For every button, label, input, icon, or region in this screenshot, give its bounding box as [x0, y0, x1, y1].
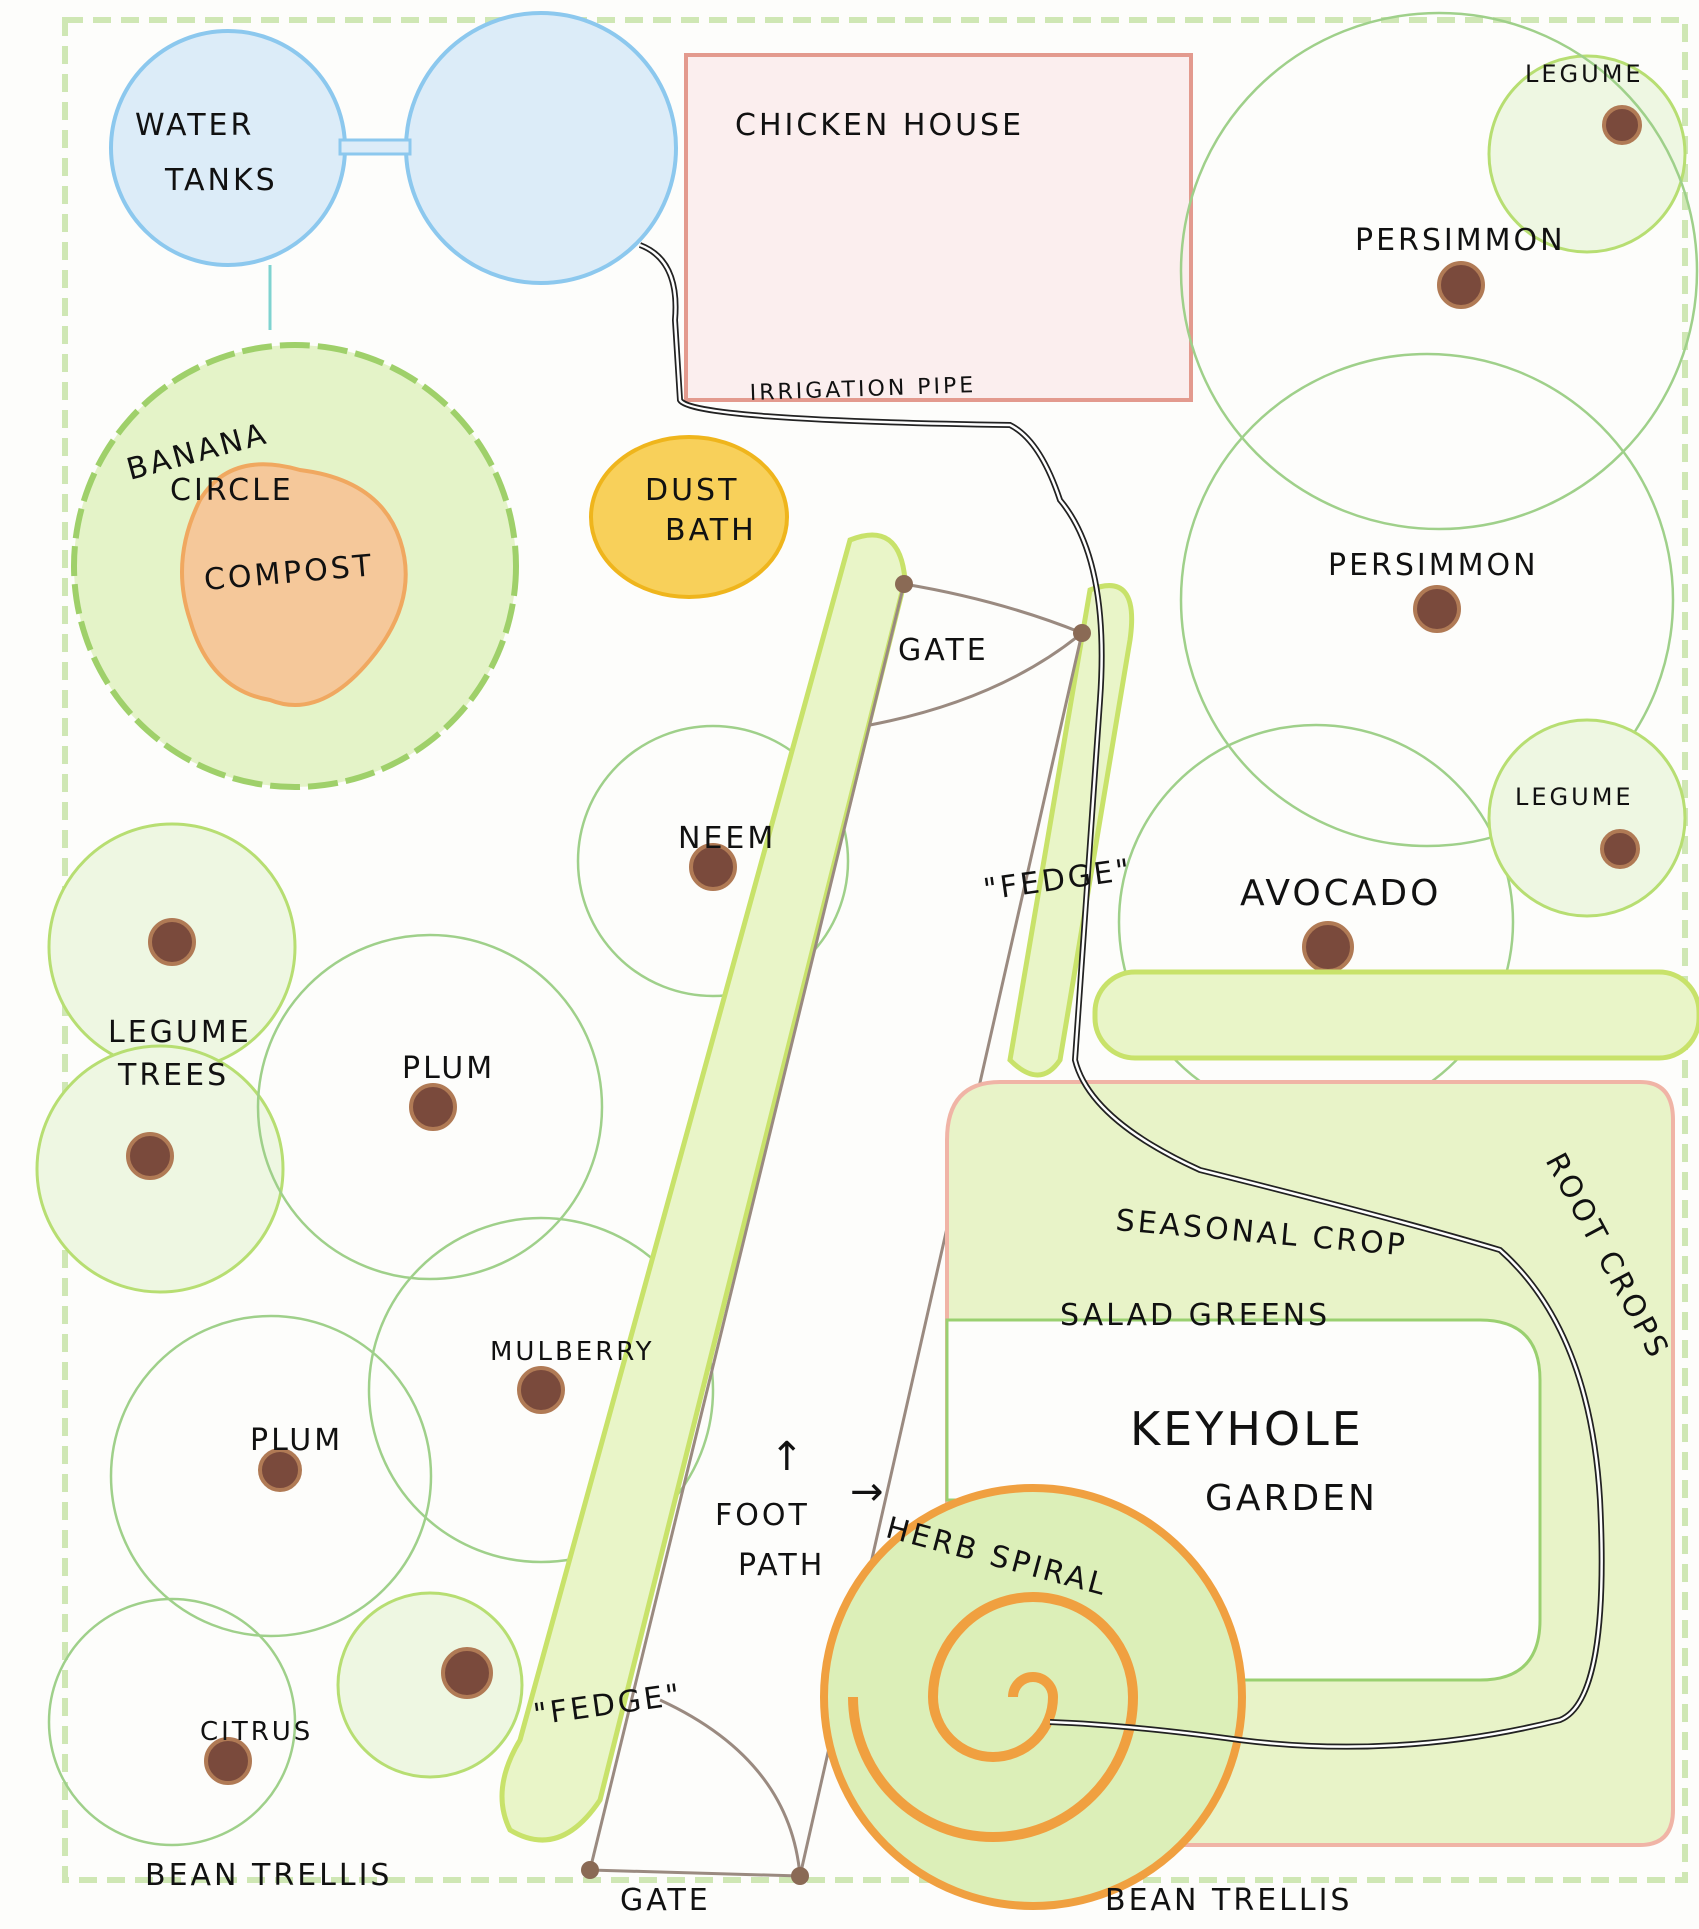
tree-plum-1: [256, 933, 604, 1281]
label-keyhole-2: GARDEN: [1205, 1478, 1378, 1519]
label-plum-2: PLUM: [250, 1423, 343, 1458]
label-legume-trees-2: TREES: [117, 1058, 229, 1093]
label-gate-top: GATE: [898, 633, 989, 668]
herb-spiral: [820, 1484, 1246, 1910]
tree-persimmon-2: [1179, 352, 1675, 848]
tree-citrus: [47, 1597, 297, 1847]
label-persimmon-2: PERSIMMON: [1328, 548, 1539, 583]
label-gate-bottom: GATE: [620, 1883, 711, 1918]
banana-circle: [71, 342, 519, 790]
tree-mulberry: [367, 1216, 715, 1564]
label-water-tanks-2: TANKS: [164, 163, 278, 198]
label-legume-trees-1: LEGUME: [108, 1015, 252, 1050]
compost-pile: [180, 462, 408, 707]
foot-path-left-edge: [588, 583, 906, 1871]
tree-plum-2: [109, 1314, 433, 1638]
chicken-house: [684, 53, 1193, 402]
foot-path-arrow-right: →: [850, 1469, 887, 1515]
fedge-diagonal-left: [499, 532, 908, 1843]
label-dust-bath-1: DUST: [645, 473, 739, 508]
label-legume-top: LEGUME: [1525, 60, 1644, 88]
gate-post: [581, 1861, 599, 1879]
label-citrus: CITRUS: [200, 1717, 313, 1747]
label-water-tanks-1: WATER: [135, 108, 254, 143]
tree-legume-2: [35, 1044, 285, 1294]
label-persimmon-1: PERSIMMON: [1355, 223, 1566, 258]
gate-post: [1073, 624, 1091, 642]
irrigation-pipe-core: [639, 243, 1603, 1748]
label-chicken-house: CHICKEN HOUSE: [735, 108, 1024, 143]
foot-path-arrow-up: ↑: [770, 1434, 807, 1480]
dust-bath: [589, 435, 789, 599]
water-tanks: [109, 11, 678, 330]
label-dust-bath-2: BATH: [665, 513, 757, 548]
label-bean-trellis-left: BEAN TRELLIS: [145, 1858, 392, 1893]
label-keyhole-1: KEYHOLE: [1130, 1402, 1364, 1456]
label-neem: NEEM: [678, 821, 776, 856]
gate-post: [791, 1867, 809, 1885]
label-banana-2: CIRCLE: [170, 473, 294, 508]
label-bean-trellis-right: BEAN TRELLIS: [1105, 1883, 1352, 1918]
label-plum-1: PLUM: [402, 1051, 495, 1086]
fedge-horizontal: [1092, 969, 1699, 1061]
tree-unlabeled: [336, 1591, 524, 1779]
label-avocado: AVOCADO: [1240, 873, 1441, 914]
tree-legume-mid: [1487, 718, 1687, 918]
tree-neem: [576, 724, 850, 998]
label-legume-mid: LEGUME: [1515, 783, 1634, 811]
gate-bottom: [589, 1698, 802, 1878]
label-salad-greens: SALAD GREENS: [1060, 1298, 1330, 1333]
tree-persimmon-1: [1179, 11, 1699, 531]
label-mulberry: MULBERRY: [490, 1337, 655, 1367]
label-foot-path-2: PATH: [738, 1548, 825, 1583]
label-foot-path-1: FOOT: [715, 1498, 810, 1533]
gate-post: [895, 575, 913, 593]
